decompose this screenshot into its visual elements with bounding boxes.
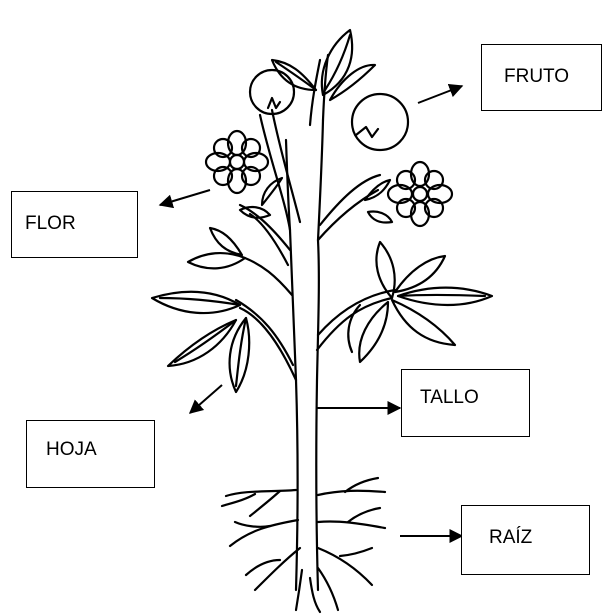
raiz-label: RAÍZ [489,528,532,547]
fruto-label: FRUTO [504,67,569,86]
tallo-label-box: TALLO [401,369,530,437]
right-leaves [348,242,492,362]
left-leaves [152,228,249,392]
flor-label-box: FLOR [11,191,138,258]
roots [222,478,385,612]
right-flower [365,162,452,226]
fruto-label-box: FRUTO [481,44,602,111]
flor-arrow [160,190,210,205]
hoja-label: HOJA [46,440,97,459]
tallo-label: TALLO [420,388,479,407]
top-leaves [272,30,375,100]
hoja-label-box: HOJA [26,420,155,488]
flor-label: FLOR [25,214,76,233]
left-flower [206,131,282,218]
fruto-arrow [418,86,462,103]
hoja-arrow [190,385,222,413]
raiz-label-box: RAÍZ [461,505,590,575]
